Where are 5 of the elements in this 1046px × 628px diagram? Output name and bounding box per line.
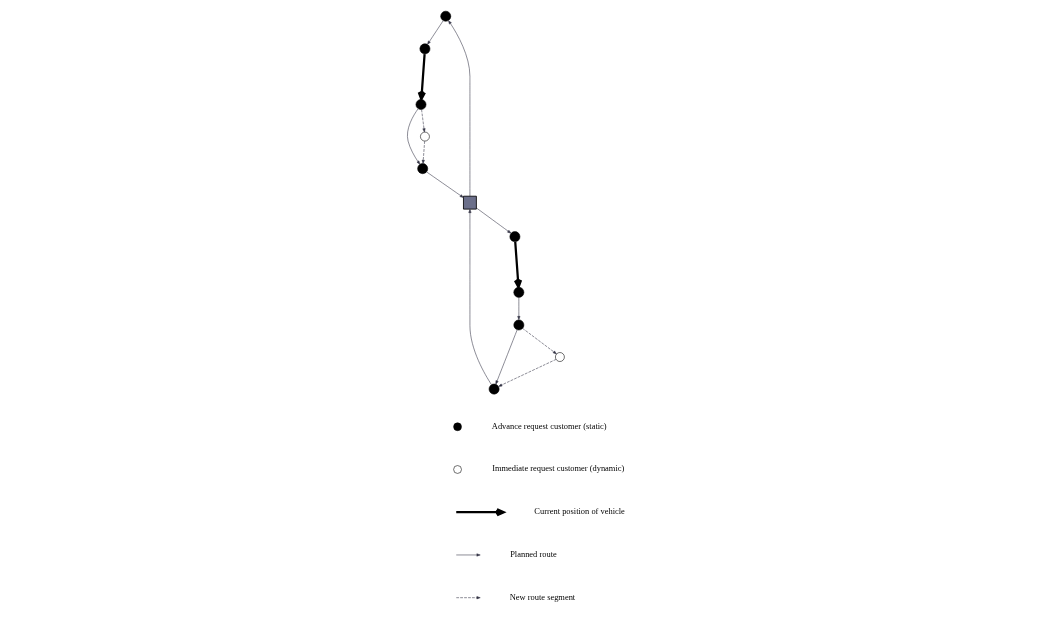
legend-label: New route segment [509, 591, 575, 602]
legend-label: Current position of vehicle [533, 506, 625, 517]
legend-label: Advance request customer (static) [491, 420, 607, 431]
legend-label: Planned route [509, 548, 557, 559]
legend-label: Immediate request customer (dynamic) [491, 463, 624, 474]
